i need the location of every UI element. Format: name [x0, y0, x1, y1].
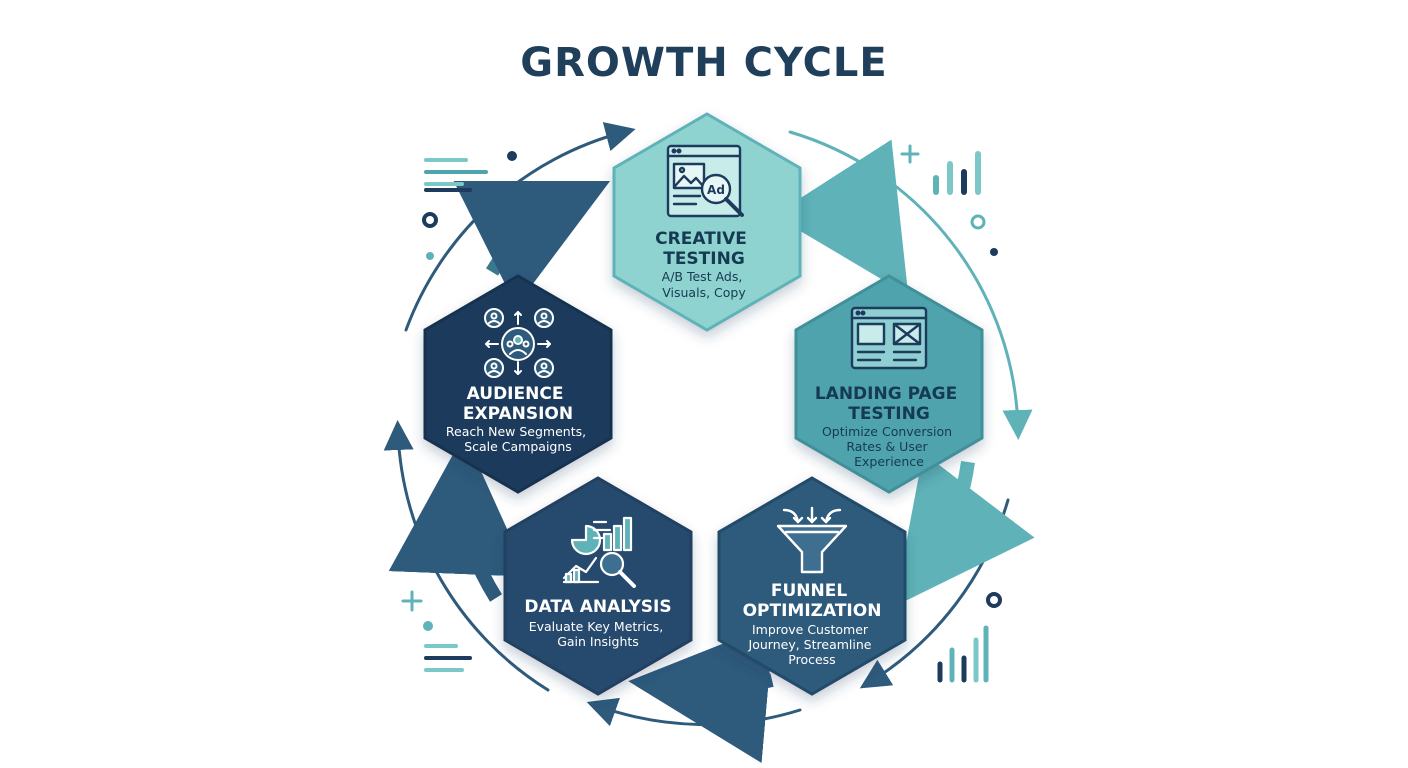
- creative-subtitle-line: Visuals, Copy: [662, 285, 746, 300]
- funnel-icon: [776, 506, 848, 574]
- arrow-data-to-audience: [388, 434, 529, 602]
- audience-title-line: AUDIENCE: [467, 384, 564, 404]
- audience-title-line: EXPANSION: [463, 404, 573, 424]
- stage-landing-page-testing: [794, 274, 984, 494]
- funnel-subtitle-line: Journey, Streamline: [748, 637, 872, 652]
- creative-title-line: TESTING: [663, 249, 745, 269]
- outer-arc-bottom: [586, 697, 802, 727]
- funnel-subtitle-line: Process: [788, 652, 835, 667]
- arrow-creative-to-landing: [773, 139, 909, 296]
- decor-dot: [990, 248, 998, 256]
- decor-bars-top-right: [933, 151, 981, 195]
- landing-subtitle: Optimize Conversion Rates & User Experie…: [822, 424, 956, 469]
- creative-title-line: CREATIVE: [655, 229, 747, 249]
- arrow-audience-to-creative: [453, 180, 611, 307]
- diagram-title: GROWTH CYCLE: [520, 40, 888, 86]
- audience-subtitle-line: Reach New Segments,: [446, 424, 586, 439]
- landing-title-line: LANDING PAGE: [815, 384, 957, 404]
- creative-subtitle-line: A/B Test Ads,: [662, 269, 743, 284]
- funnel-title-line: OPTIMIZATION: [743, 601, 882, 621]
- creative-subtitle: A/B Test Ads, Visuals, Copy: [662, 269, 747, 300]
- ad-icon-label: Ad: [707, 183, 725, 197]
- data-title-line: DATA ANALYSIS: [524, 597, 671, 617]
- funnel-title: FUNNEL OPTIMIZATION: [743, 581, 882, 621]
- landing-title-line: TESTING: [848, 404, 930, 424]
- decor-ring: [422, 212, 438, 228]
- audience-subtitle: Reach New Segments, Scale Campaigns: [446, 424, 590, 454]
- decor-dot: [426, 252, 434, 260]
- landing-subtitle-line: Optimize Conversion: [822, 424, 952, 439]
- ad-search-icon: [666, 144, 744, 218]
- decor-dot: [423, 621, 433, 631]
- analytics-icon: [562, 516, 636, 588]
- hex-funnel: [717, 476, 907, 696]
- arrow-landing-to-funnel: [894, 452, 1035, 607]
- audience-title: AUDIENCE EXPANSION: [463, 384, 573, 424]
- hex-landing: [794, 274, 984, 494]
- decor-ring: [970, 214, 986, 230]
- funnel-subtitle: Improve Customer Journey, Streamline Pro…: [748, 622, 876, 667]
- decorations: [401, 144, 1002, 683]
- inner-cycle-arrows: [388, 139, 1035, 764]
- stage-funnel-optimization: [717, 476, 907, 696]
- hex-audience: [423, 274, 613, 494]
- decor-plus-bottom-left: [401, 590, 423, 612]
- stage-creative-testing: [612, 112, 802, 332]
- hex-creative: [612, 112, 802, 332]
- funnel-title-line: FUNNEL: [771, 581, 847, 601]
- data-subtitle-line: Gain Insights: [557, 634, 639, 649]
- decor-lines-top-left: [424, 158, 488, 192]
- hex-data: [503, 476, 693, 696]
- funnel-subtitle-line: Improve Customer: [752, 622, 869, 637]
- stage-audience-expansion: [423, 274, 613, 494]
- arrow-funnel-to-data: [628, 623, 774, 764]
- stage-data-analysis: [503, 476, 693, 696]
- audience-network-icon: [484, 308, 554, 378]
- landing-subtitle-line: Rates & User: [846, 439, 928, 454]
- decor-ring: [986, 592, 1002, 608]
- decor-plus-top-right: [900, 144, 920, 164]
- creative-title: CREATIVE TESTING: [655, 229, 753, 269]
- audience-subtitle-line: Scale Campaigns: [464, 439, 572, 454]
- landing-page-icon: [850, 306, 928, 370]
- landing-title: LANDING PAGE TESTING: [815, 384, 963, 424]
- decor-dot: [507, 151, 517, 161]
- decor-bars-bottom-right: [937, 625, 989, 683]
- landing-subtitle-line: Experience: [854, 454, 924, 469]
- data-subtitle: Evaluate Key Metrics, Gain Insights: [529, 619, 668, 649]
- decor-lines-bottom-left: [424, 644, 472, 672]
- data-title: DATA ANALYSIS: [524, 597, 671, 617]
- data-subtitle-line: Evaluate Key Metrics,: [529, 619, 664, 634]
